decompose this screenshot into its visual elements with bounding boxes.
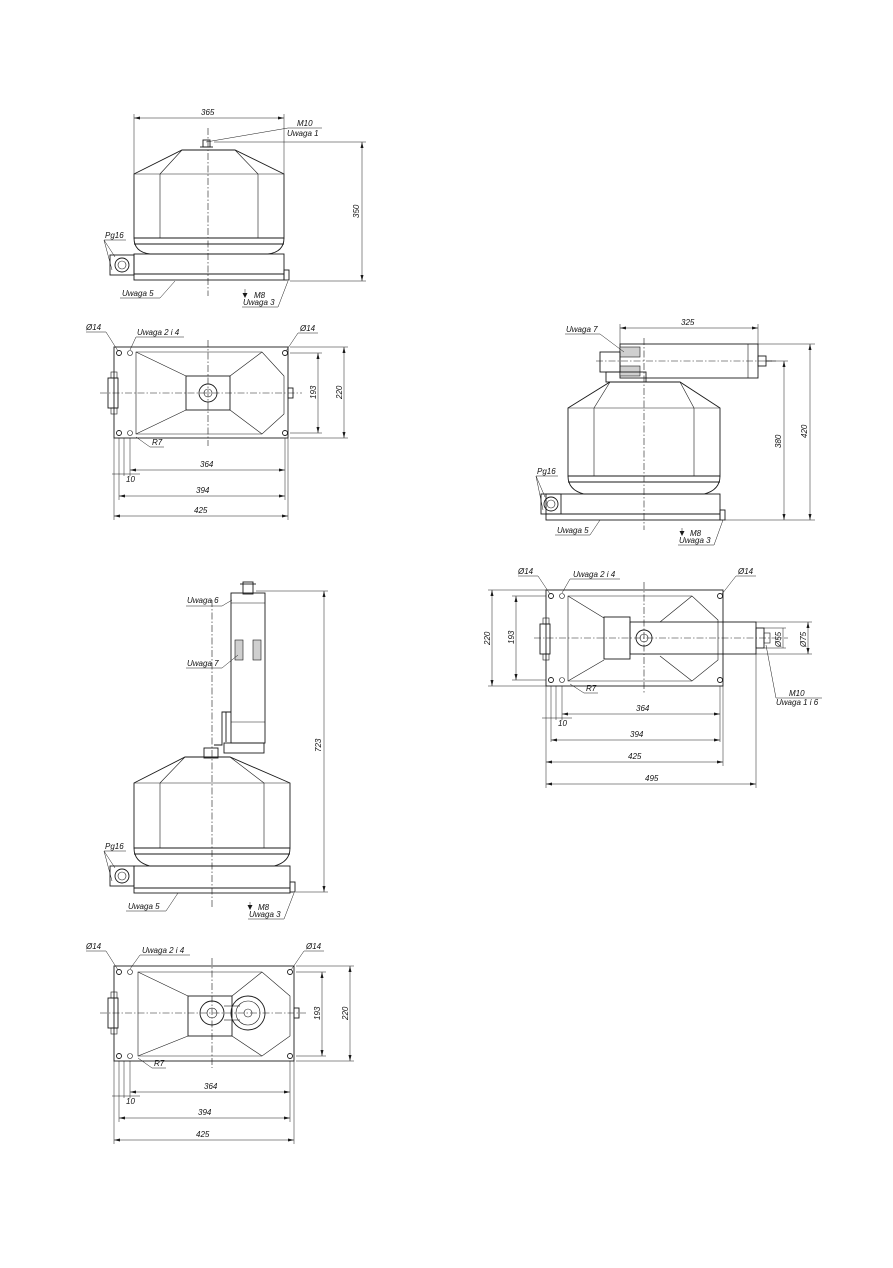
label-phi14-5: Ø14 [85,942,102,951]
dim-325: 325 [681,318,695,327]
label-m10-side: M10 [789,689,805,698]
label-phi14-6: Ø14 [305,942,322,951]
dim-425-3: 425 [196,1130,210,1139]
view1-elevation: 365 M10 Uwaga 1 Pg16 350 Uwaga 5 M8 Uwag… [103,108,366,308]
label-pg16-2: Pg16 [537,467,556,476]
label-uwaga3-2: Uwaga 3 [679,536,711,545]
view6-plan: Ø14 Uwaga 2 i 4 Ø14 R7 193 220 364 10 39… [85,942,354,1144]
label-pg16-3: Pg16 [105,842,124,851]
dim-193-2: 193 [507,630,516,644]
label-m10-top: M10 [297,119,313,128]
dim-193-1: 193 [309,385,318,399]
label-uwaga7-2: Uwaga 7 [187,659,219,668]
dim-193-3: 193 [313,1006,322,1020]
label-uwaga5-1: Uwaga 5 [122,289,154,298]
dim-394-2: 394 [630,730,644,739]
dim-220-1: 220 [335,385,344,400]
label-uwaga3-1: Uwaga 3 [243,298,275,307]
dim-495: 495 [645,774,659,783]
label-uwaga6: Uwaga 6 [187,596,219,605]
label-uwaga3-3: Uwaga 3 [249,910,281,919]
dim-425-1: 425 [194,506,208,515]
dim-425-2: 425 [628,752,642,761]
dim-394-3: 394 [198,1108,212,1117]
label-m8-1: M8 [254,291,266,300]
label-uwaga24-3: Uwaga 2 i 4 [142,946,185,955]
view2-plan: Ø14 Uwaga 2 i 4 Ø14 R7 193 220 364 10 39… [85,323,348,520]
dim-350: 350 [352,204,361,218]
label-m8-2: M8 [690,529,702,538]
label-uwaga1: Uwaga 1 [287,129,319,138]
label-phi14-2: Ø14 [299,324,316,333]
dim-723: 723 [314,738,323,752]
dim-phi75: Ø75 [799,631,808,648]
label-r7-2: R7 [586,684,597,693]
label-m8-3: M8 [258,903,270,912]
dim-380: 380 [774,434,783,448]
label-uwaga24-2: Uwaga 2 i 4 [573,570,616,579]
label-phi14-1: Ø14 [85,323,102,332]
label-uwaga24-1: Uwaga 2 i 4 [137,328,180,337]
dim-365: 365 [201,108,215,117]
dim-220-2: 220 [483,631,492,646]
dim-420: 420 [800,424,809,438]
dim-10-2: 10 [558,719,567,728]
label-phi14-3: Ø14 [517,567,534,576]
dim-10-1: 10 [126,475,135,484]
dim-364-2: 364 [636,704,650,713]
dim-364-3: 364 [204,1082,218,1091]
dim-10-3: 10 [126,1097,135,1106]
label-uwaga5-2: Uwaga 5 [557,526,589,535]
view4-plan: Ø14 Uwaga 2 i 4 Ø14 R7 193 220 Ø55 Ø75 M… [483,567,822,788]
dim-phi55: Ø55 [774,631,783,648]
label-pg16-1: Pg16 [105,231,124,240]
dim-364-1: 364 [200,460,214,469]
view5-elevation: Pg16 Uwaga 6 Uwaga 7 723 Uwaga 5 M8 Uwag… [103,581,328,920]
label-uwaga16: Uwaga 1 i 6 [776,698,819,707]
label-phi14-4: Ø14 [737,567,754,576]
label-r7-1: R7 [152,438,163,447]
label-uwaga7-1: Uwaga 7 [566,325,598,334]
label-uwaga5-3: Uwaga 5 [128,902,160,911]
dim-394-1: 394 [196,486,210,495]
label-r7-3: R7 [154,1059,165,1068]
view3-elevation: 325 Uwaga 7 Pg16 380 420 Uwaga 5 M8 Uwag… [535,318,815,546]
dim-220-3: 220 [341,1006,350,1021]
